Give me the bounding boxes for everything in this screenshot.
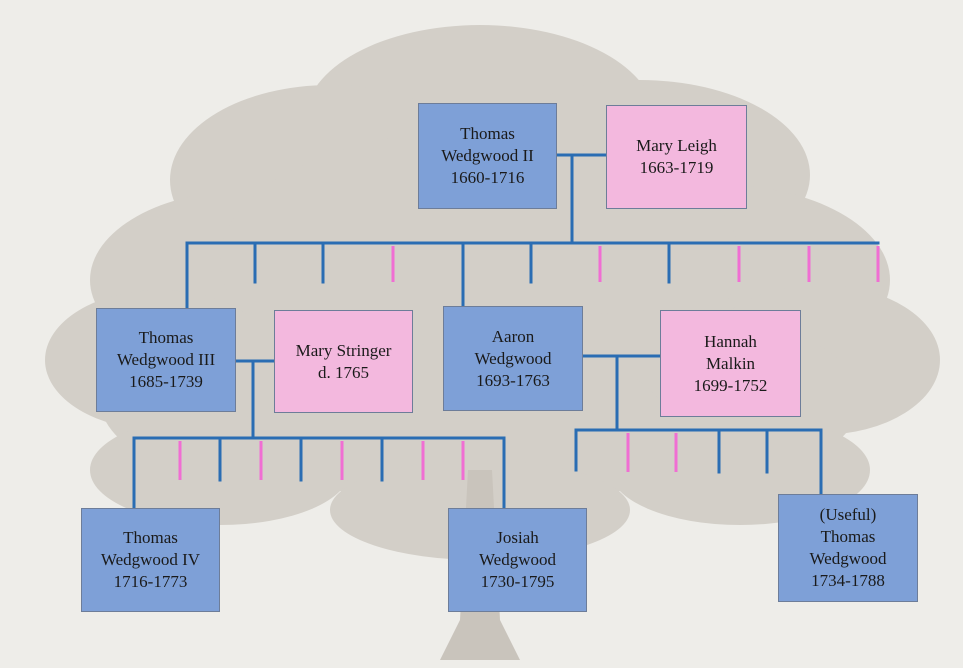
person-name: Thomas <box>123 528 178 547</box>
person-epithet: (Useful) <box>819 505 877 524</box>
person-dates: 1730-1795 <box>480 572 555 591</box>
person-name: Mary Leigh <box>636 136 717 155</box>
person-name: Wedgwood <box>809 549 887 568</box>
person-box-josiah-wedgwood: Josiah Wedgwood 1730-1795 <box>448 508 587 612</box>
person-name: Mary Stringer <box>295 340 392 360</box>
person-name: Wedgwood II <box>441 146 534 165</box>
person-dates: 1660-1716 <box>450 168 525 187</box>
person-box-aaron-wedgwood: Aaron Wedgwood 1693-1763 <box>443 306 583 411</box>
person-dates: 1699-1752 <box>693 375 768 395</box>
person-name: Malkin <box>705 353 756 373</box>
person-name: Aaron <box>491 326 535 346</box>
person-name: Thomas <box>820 527 876 546</box>
person-box-thomas-wedgwood-ii: Thomas Wedgwood II 1660-1716 <box>418 103 557 209</box>
person-box-useful-thomas-wedgwood: (Useful) Thomas Wedgwood 1734-1788 <box>778 494 918 602</box>
person-dates: 1716-1773 <box>113 572 188 591</box>
person-box-hannah-malkin: Hannah Malkin 1699-1752 <box>660 310 801 417</box>
person-dates: 1685-1739 <box>129 372 203 391</box>
person-name: Wedgwood III <box>116 350 216 369</box>
person-name: Wedgwood <box>474 348 552 368</box>
person-box-mary-leigh: Mary Leigh 1663-1719 <box>606 105 747 209</box>
person-box-thomas-wedgwood-iii: Thomas Wedgwood III 1685-1739 <box>96 308 236 412</box>
person-dates: d. 1765 <box>318 362 369 382</box>
person-name: Josiah <box>496 528 539 547</box>
person-box-mary-stringer: Mary Stringer d. 1765 <box>274 310 413 413</box>
person-name: Wedgwood IV <box>100 550 201 569</box>
person-dates: 1734-1788 <box>811 571 885 590</box>
person-box-thomas-wedgwood-iv: Thomas Wedgwood IV 1716-1773 <box>81 508 220 612</box>
person-dates: 1693-1763 <box>476 370 550 390</box>
person-dates: 1663-1719 <box>639 158 714 177</box>
person-name: Hannah <box>704 331 757 351</box>
person-name: Wedgwood <box>478 550 556 569</box>
person-name: Thomas <box>138 328 194 347</box>
person-name: Thomas <box>460 124 515 143</box>
